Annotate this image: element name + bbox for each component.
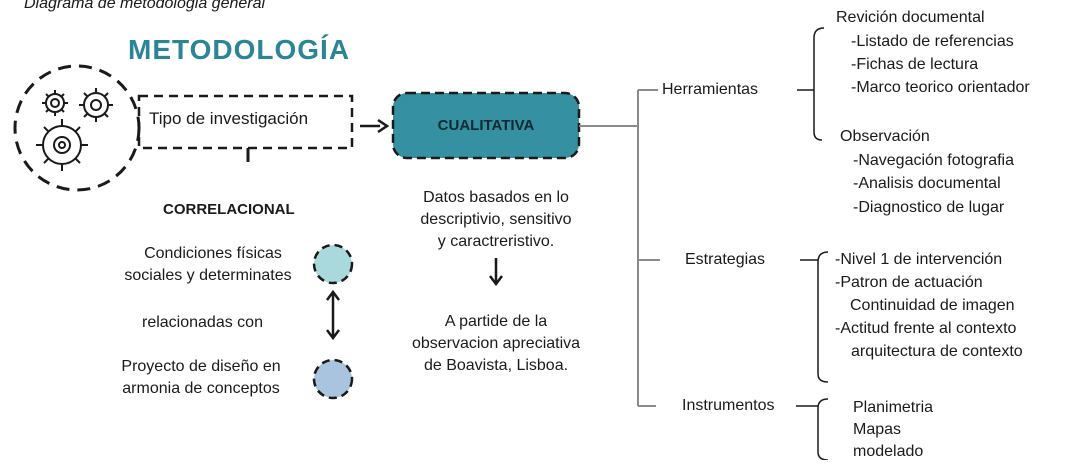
diagram-caption: Diagrama de metodologia general [24, 0, 266, 12]
down-arrow-head [489, 275, 503, 287]
correlacional-middle: relacionadas con [142, 314, 263, 331]
branch-herramientas: Herramientas [662, 81, 759, 98]
circle-top [312, 243, 354, 285]
datos-line-2: descriptivio, sensitivo [420, 211, 572, 228]
revicion-item-1: -Listado de referencias [851, 33, 1014, 50]
partide-line-1: A partide de la [444, 313, 548, 330]
estrategia-item-3: Continuidad de imagen [850, 297, 1015, 314]
datos-line-3: y caractreristivo. [437, 233, 555, 250]
observacion-item-2: -Analisis documental [853, 175, 1001, 192]
branch-estrategias: Estrategias [685, 251, 766, 268]
tipo-investigacion-label: Tipo de investigación [149, 109, 309, 128]
estrategia-item-2: -Patron de actuación [835, 274, 983, 291]
observacion-title: Observación [840, 128, 930, 145]
estrategia-item-5: arquitectura de contexto [851, 343, 1023, 360]
partide-line-3: de Boavista, Lisboa. [423, 357, 569, 374]
instrumento-item-1: Planimetria [853, 399, 934, 416]
gears-icon [13, 64, 141, 192]
estrategia-item-1: -Nivel 1 de intervención [835, 251, 1003, 268]
correlacional-title: CORRELACIONAL [163, 201, 295, 218]
page-title: METODOLOGÍA [128, 34, 351, 65]
double-arrow-head-up [326, 289, 340, 301]
main-box-label: CUALITATIVA [437, 117, 535, 134]
revicion-item-2: -Fichas de lectura [851, 56, 979, 73]
estrategias-bracket [817, 251, 829, 383]
arrow-head [377, 118, 390, 134]
datos-line-1: Datos basados en lo [423, 189, 569, 206]
double-arrow-head-down [326, 329, 340, 341]
correlacional-line1-b: sociales y determinates [124, 267, 292, 284]
observacion-item-1: -Navegación fotografia [853, 152, 1014, 169]
branch-instrumentos: Instrumentos [682, 397, 775, 414]
correlacional-line2-a: Proyecto de diseño en [121, 358, 281, 375]
circle-bottom [312, 358, 354, 400]
partide-line-2: observacion apreciativa [411, 335, 581, 352]
tipo-investigacion-box [137, 94, 354, 150]
revicion-title: Revición documental [836, 9, 985, 26]
correlacional-line2-b: armonia de conceptos [122, 380, 280, 397]
revicion-item-3: -Marco teorico orientador [851, 79, 1030, 96]
estrategia-item-4: -Actitud frente al contexto [835, 320, 1017, 337]
herramientas-bracket [813, 27, 825, 141]
instrumento-item-2: Mapas [853, 421, 902, 438]
instrumento-item-3: modelado [853, 443, 924, 460]
correlacional-line1-a: Condiciones físicas [144, 245, 282, 262]
observacion-item-3: -Diagnostico de lugar [853, 199, 1005, 216]
instrumentos-bracket [817, 398, 829, 460]
